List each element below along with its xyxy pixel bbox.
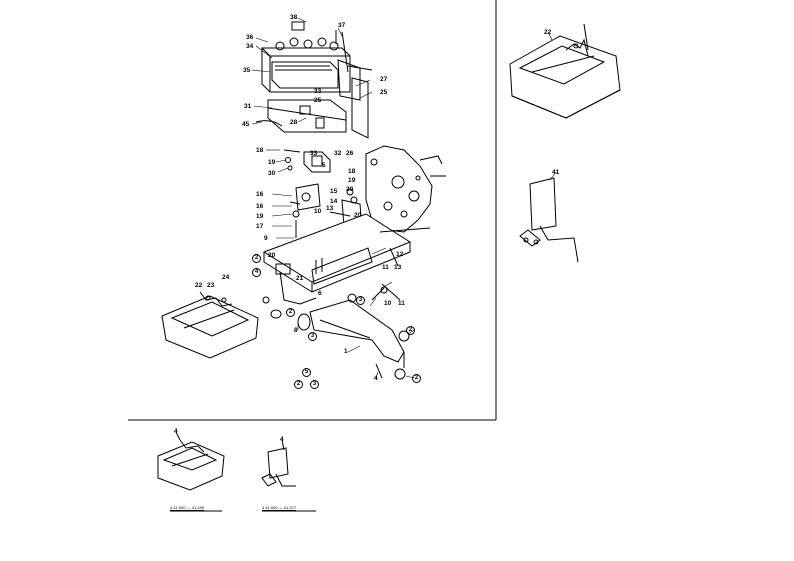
callout-25-inner: 25 [314,97,322,104]
callout-20-b: 20 [354,212,362,219]
callout-25: 25 [380,89,388,96]
callout-22-right: 22 [544,29,552,36]
callout-9: 9 [264,235,268,242]
circled-callout-4: 4 [252,268,261,277]
callout-22: 22 [195,282,203,289]
callout-33: 33 [314,88,322,95]
callout-13: 13 [326,205,334,212]
relay-bracket [283,149,331,173]
callout-4-inset-left: 4 [174,428,178,435]
callout-19-c: 19 [348,177,356,184]
caption-serial-range-right: 4 41,000 — 41,377 [262,505,297,511]
callout-12: 12 [396,251,404,258]
callout-6: 6 [318,290,322,297]
circled-callout-3-a: 3 [308,332,317,341]
leader-lines [251,17,557,379]
callout-19-b: 19 [256,213,264,220]
callout-8: 8 [294,327,298,334]
circled-callout-2-a: 2 [252,254,261,263]
callout-38: 38 [290,14,298,21]
callout-16: 16 [256,191,264,198]
callout-37: 37 [338,22,346,29]
circled-callout-2-d: 2 [412,374,421,383]
callout-13-b: 13 [394,264,402,271]
callout-10-b: 10 [384,300,392,307]
callout-4-inset-right: 4 [280,436,284,443]
circled-callout-2-e: 2 [294,380,303,389]
callout-1: 1 [344,348,348,355]
left-tray [161,291,282,359]
cable-bracket [519,177,579,263]
callout-16-b: 16 [256,203,264,210]
callout-35: 35 [243,67,251,74]
main-frame [262,213,431,293]
callout-20: 20 [346,186,354,193]
callout-21: 21 [296,275,304,282]
callout-10: 10 [314,208,322,215]
callout-45: 45 [242,121,250,128]
callout-30: 30 [268,170,276,177]
callout-4: 4 [374,375,378,382]
callout-18: 18 [256,147,264,154]
callout-36: 36 [246,34,254,41]
callout-17: 17 [256,223,264,230]
engine-block [365,145,446,233]
callout-5: 5 [322,162,326,169]
circled-callout-2-b: 2 [286,308,295,317]
callout-18-b: 18 [348,168,356,175]
inset-bracket-right [261,439,296,487]
circled-callout-3-b: 3 [356,296,365,305]
inset-tray-left [157,431,225,491]
circled-callout-5: 5 [302,368,311,377]
callout-19: 19 [268,159,276,166]
callout-11: 11 [382,264,389,271]
callout-28: 28 [290,119,298,126]
circled-callout-2-c: 2 [406,326,415,335]
callout-15: 15 [330,188,338,195]
callout-33-lower: 33 [310,150,318,157]
callout-41: 41 [552,169,560,176]
callout-32: 32 [334,150,342,157]
callout-20-c: 20 [268,252,276,259]
callout-27: 27 [380,76,388,83]
circled-callout-3-c: 3 [310,380,319,389]
callout-23: 23 [207,282,215,289]
caption-serial-range-left: 4 41,000 — 41,299 [170,505,205,511]
right-tray [509,23,621,119]
front-axle [275,263,410,380]
callout-24: 24 [222,274,230,281]
callout-14: 14 [330,198,338,205]
callout-11-b: 11 [398,300,405,307]
battery-assembly [255,21,373,139]
callout-34: 34 [246,43,254,50]
callout-31: 31 [244,103,252,110]
callout-26: 26 [346,150,354,157]
